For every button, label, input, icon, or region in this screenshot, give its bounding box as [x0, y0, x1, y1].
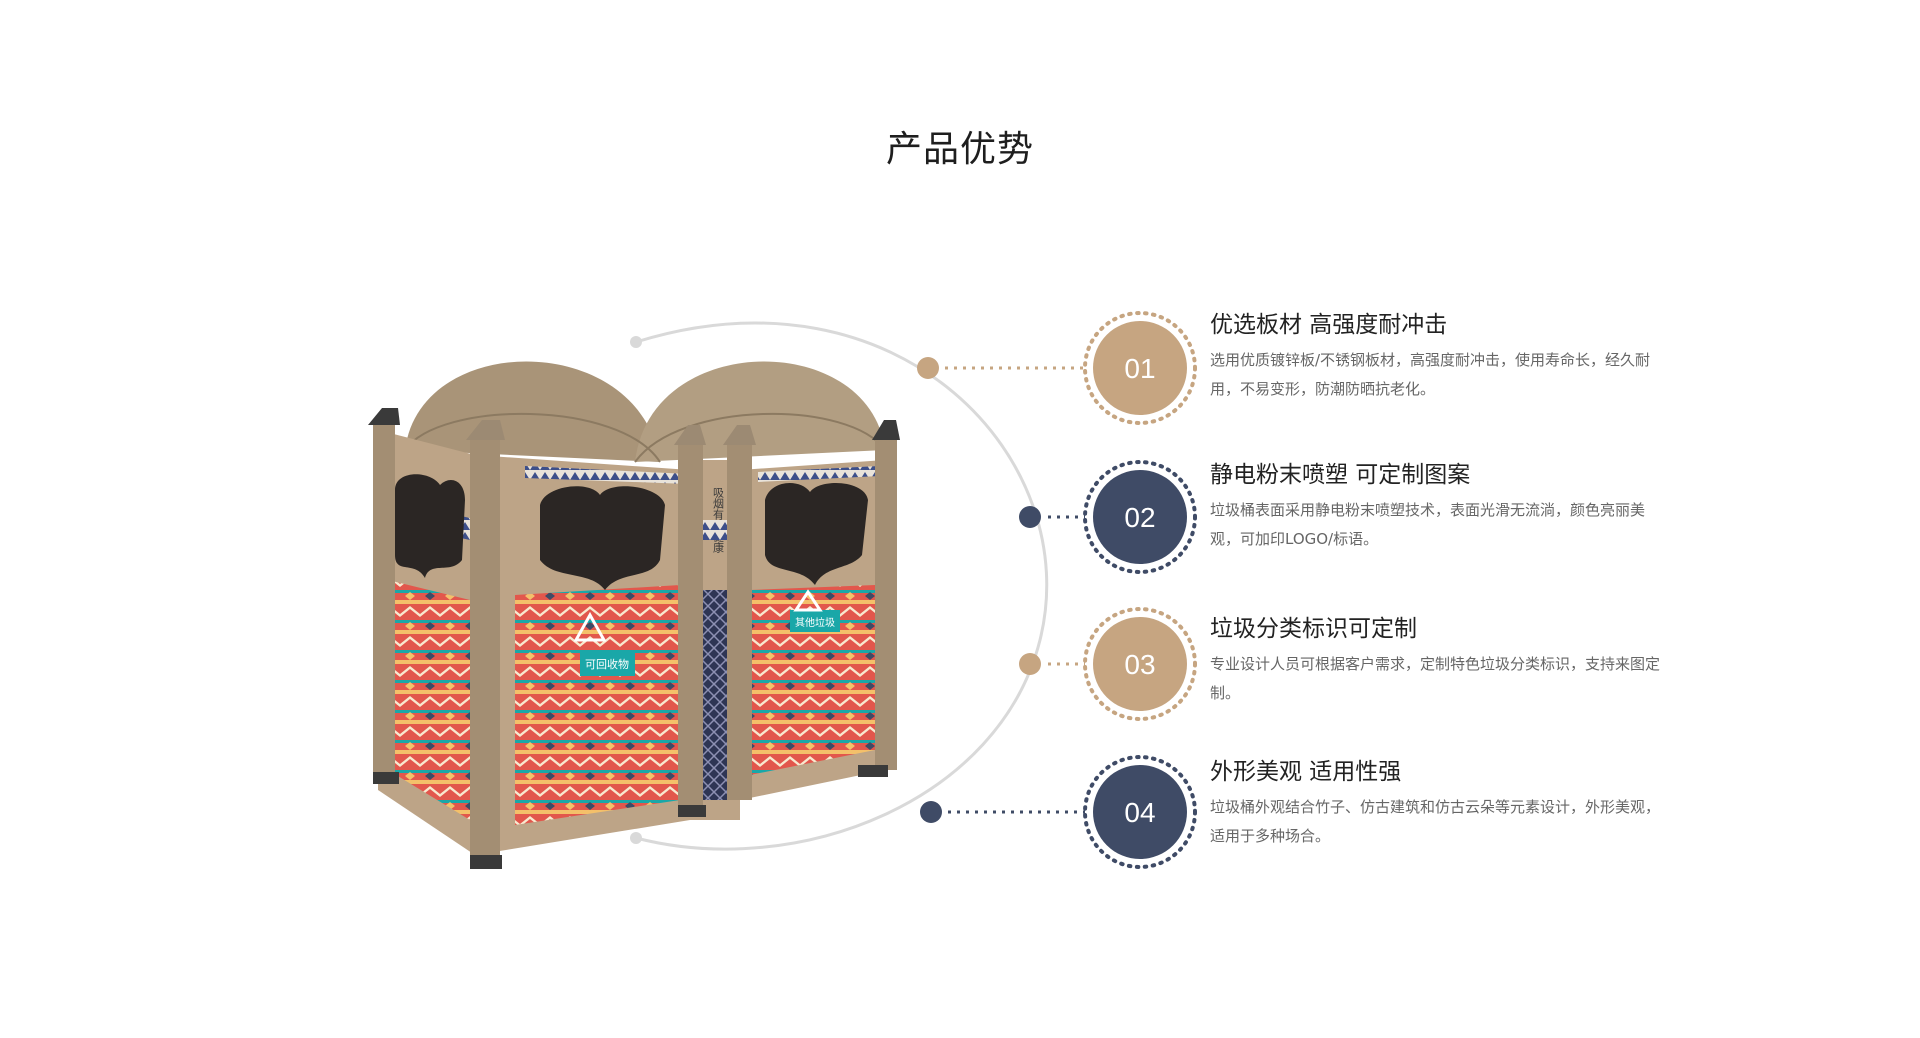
- decorative-arc: [630, 321, 1049, 851]
- feature-description: 选用优质镀锌板/不锈钢板材，高强度耐冲击，使用寿命长，经久耐用，不易变形，防潮防…: [1210, 351, 1651, 398]
- arc-end-dot: [630, 336, 642, 348]
- badge-number: 04: [1124, 797, 1155, 828]
- feature-badge-04: 04: [920, 755, 1197, 869]
- feature-description: 垃圾桶外观结合竹子、仿古建筑和仿古云朵等元素设计，外形美观，适用于多种场合。: [1210, 798, 1661, 845]
- feature-badge-03: 03: [1019, 607, 1197, 721]
- feature-item-02: 静电粉末喷塑 可定制图案 垃圾桶表面采用静电粉末喷塑技术，表面光滑无流淌，颜色亮…: [1210, 460, 1670, 554]
- feature-badge-02: 02: [1019, 460, 1197, 574]
- feature-description: 专业设计人员可根据客户需求，定制特色垃圾分类标识，支持来图定制。: [1210, 655, 1661, 702]
- feature-item-01: 优选板材 高强度耐冲击 选用优质镀锌板/不锈钢板材，高强度耐冲击，使用寿命长，经…: [1210, 310, 1670, 404]
- feature-title: 静电粉末喷塑 可定制图案: [1210, 462, 1471, 488]
- badge-number: 02: [1124, 502, 1155, 533]
- feature-title: 垃圾分类标识可定制: [1210, 616, 1417, 642]
- feature-item-04: 外形美观 适用性强 垃圾桶外观结合竹子、仿古建筑和仿古云朵等元素设计，外形美观，…: [1210, 757, 1670, 851]
- badge-number: 03: [1124, 649, 1155, 680]
- feature-item-03: 垃圾分类标识可定制 专业设计人员可根据客户需求，定制特色垃圾分类标识，支持来图定…: [1210, 614, 1670, 708]
- recyclable-label: 可回收物: [585, 657, 629, 671]
- feature-title: 优选板材 高强度耐冲击: [1210, 312, 1448, 338]
- other-waste-label: 其他垃圾: [795, 616, 835, 629]
- feature-title: 外形美观 适用性强: [1210, 759, 1402, 785]
- feature-description: 垃圾桶表面采用静电粉末喷塑技术，表面光滑无流淌，颜色亮丽美观，可加印LOGO/标…: [1210, 501, 1646, 548]
- feature-badge-01: 01: [917, 311, 1197, 425]
- arc-end-dot: [630, 832, 642, 844]
- badge-number: 01: [1124, 353, 1155, 384]
- double-compartment-trash-bin-image: 可回收物 吸烟有害健康 其他垃圾: [368, 361, 900, 869]
- page-title: 产品优势: [885, 129, 1034, 170]
